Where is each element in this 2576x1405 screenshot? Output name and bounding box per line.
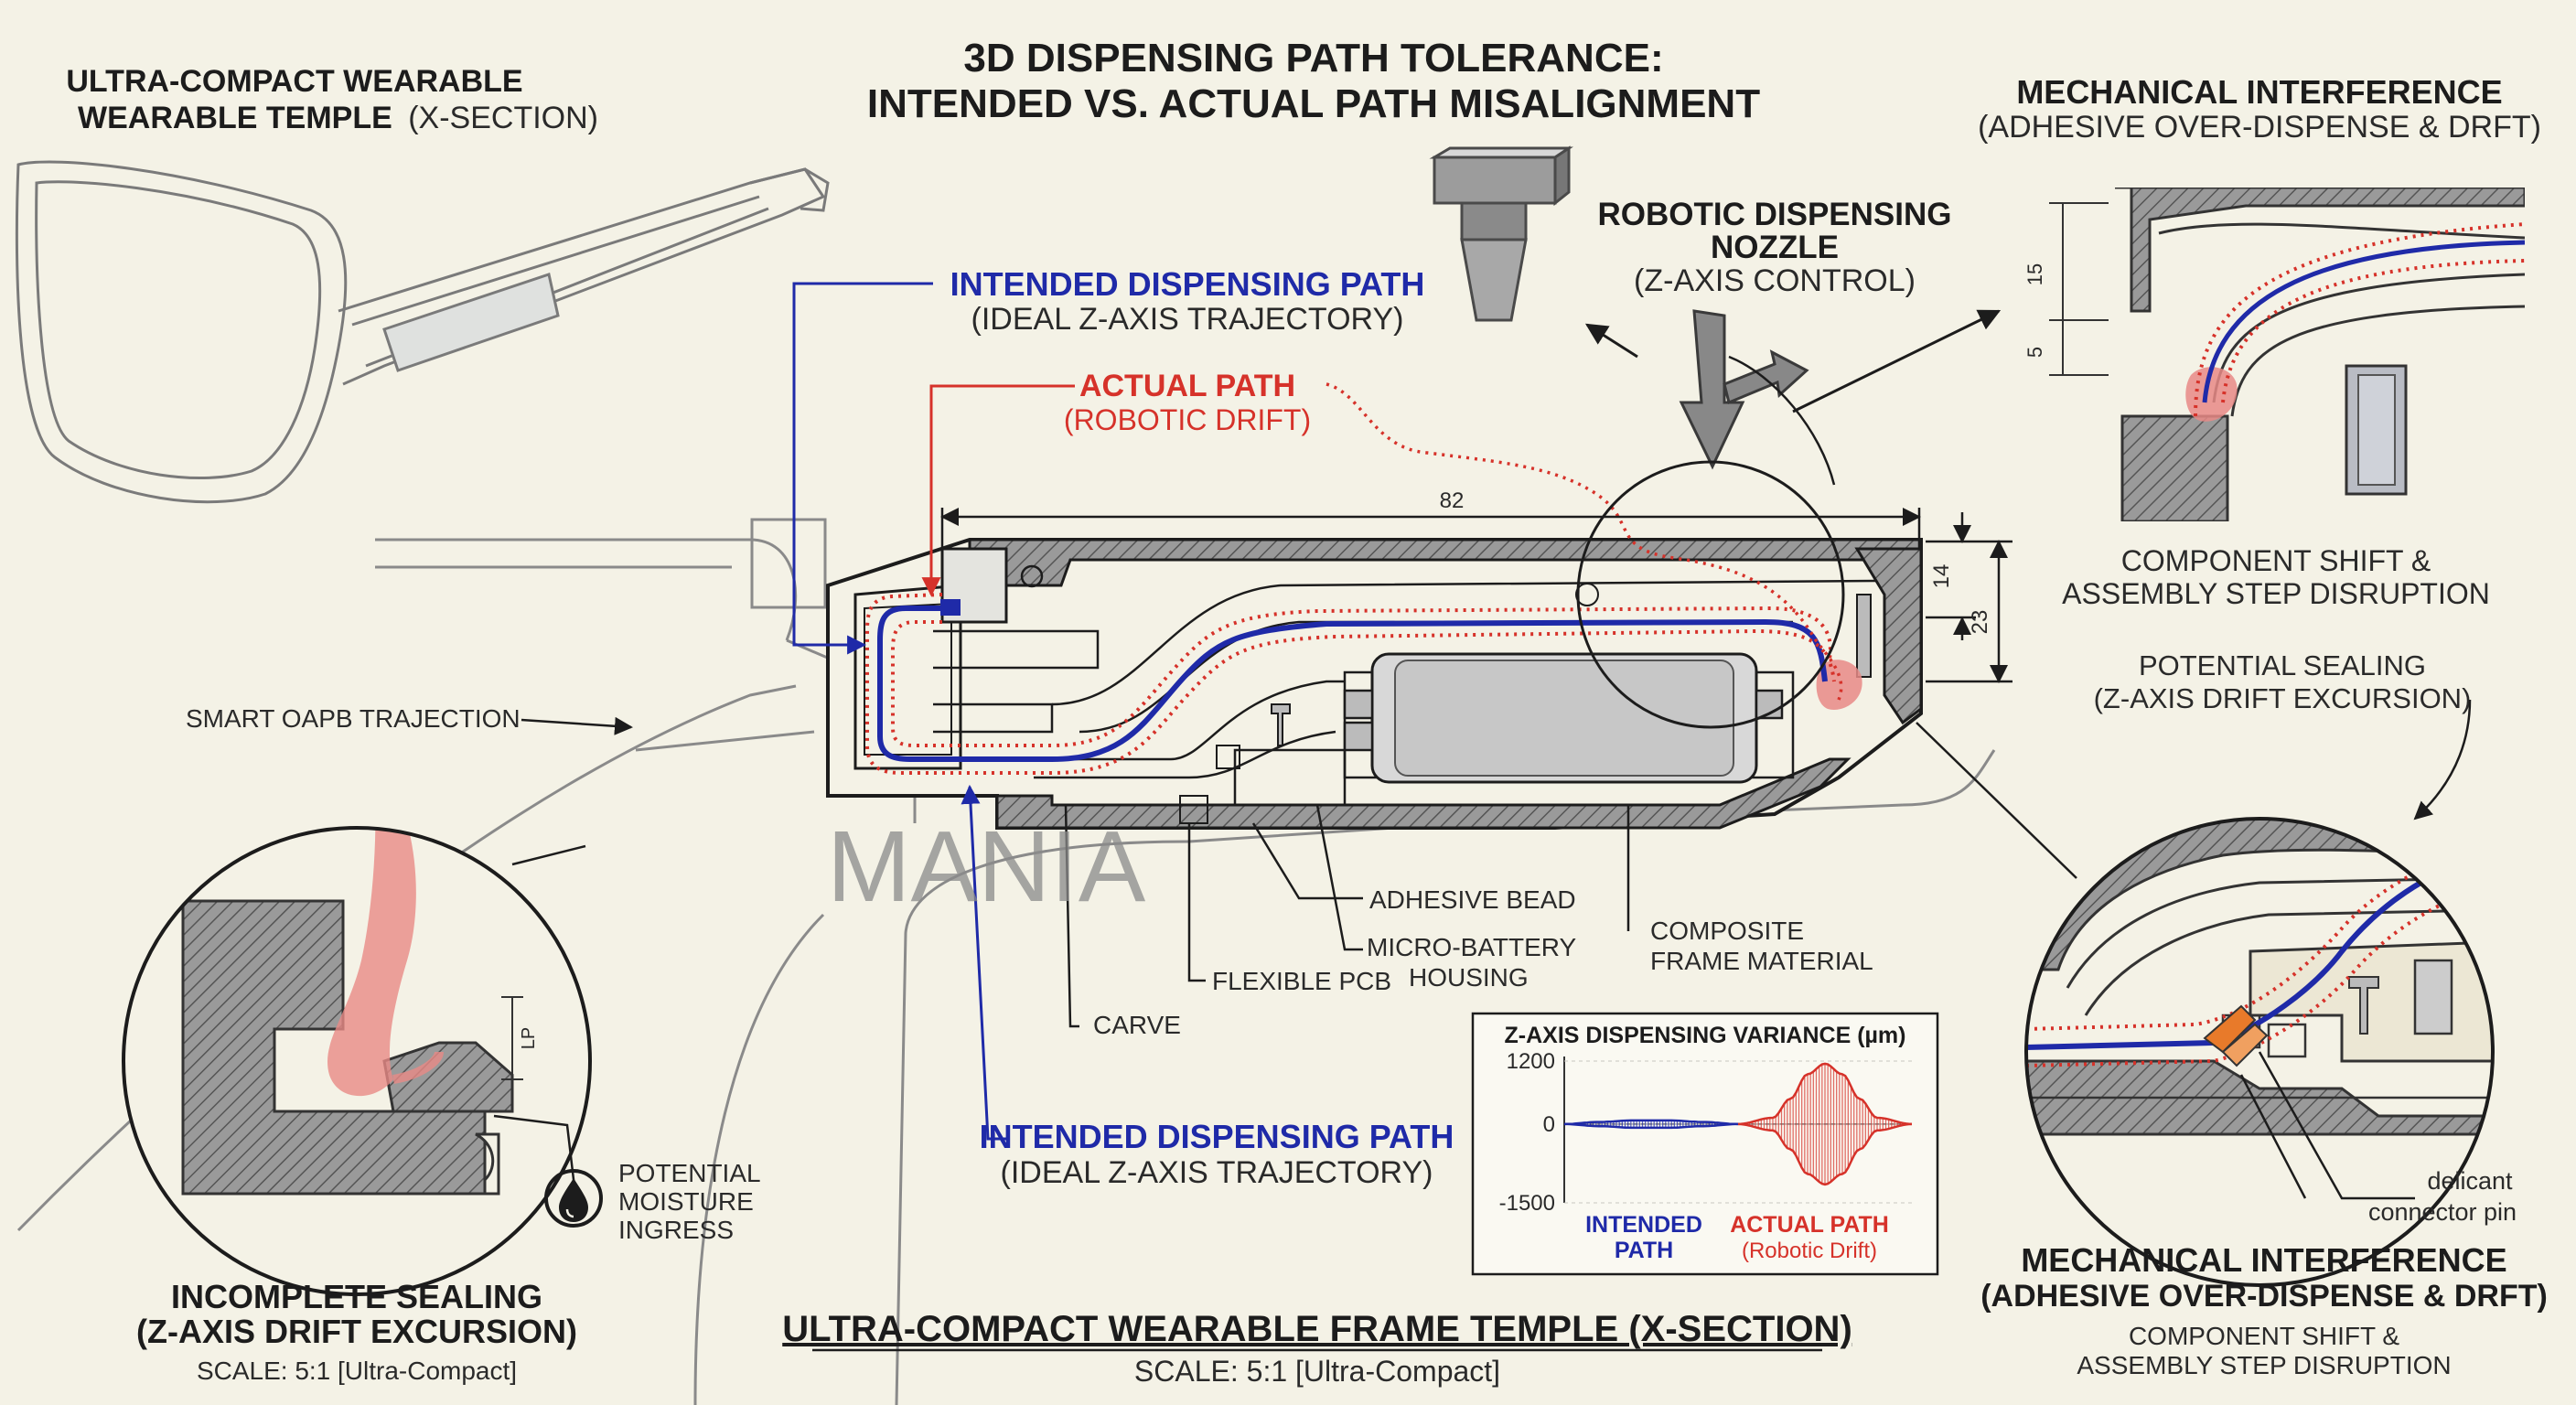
- svg-text:POTENTIAL: POTENTIAL: [618, 1159, 761, 1187]
- glasses-illustration: [15, 160, 830, 504]
- svg-text:connector pin: connector pin: [2368, 1198, 2517, 1226]
- svg-text:delicant: delicant: [2427, 1167, 2513, 1195]
- svg-text:ROBOTIC DISPENSING: ROBOTIC DISPENSING: [1598, 197, 1952, 232]
- chart-tick-label: 0: [1543, 1112, 1555, 1137]
- svg-text:(Z-AXIS DRIFT EXCURSION): (Z-AXIS DRIFT EXCURSION): [136, 1313, 577, 1350]
- dim-14-label: 14: [1929, 564, 1954, 589]
- actual-path-line-inner: [891, 606, 1832, 747]
- svg-text:COMPONENT SHIFT &: COMPONENT SHIFT &: [2121, 544, 2431, 577]
- bottom-left-title: INCOMPLETE SEALING (Z-AXIS DRIFT EXCURSI…: [136, 1278, 577, 1385]
- micro-battery-label-1: MICRO-BATTERY: [1367, 933, 1577, 961]
- composite-label-1: COMPOSITE: [1650, 917, 1804, 945]
- potential-sealing-label: POTENTIAL SEALING (Z-AXIS DRIFT EXCURSIO…: [2094, 649, 2472, 820]
- legend-actual-label: ACTUAL PATH: [1730, 1212, 1889, 1238]
- actual-path-label: ACTUAL PATH (ROBOTIC DRIFT): [921, 369, 1311, 597]
- temple-cross-section: [826, 538, 1923, 830]
- svg-text:NOZZLE: NOZZLE: [1711, 230, 1839, 265]
- chart-tick-label: -1500: [1499, 1191, 1555, 1216]
- svg-text:(ROBOTIC DRIFT): (ROBOTIC DRIFT): [1064, 403, 1311, 436]
- detail-connector-line: [1916, 722, 2077, 879]
- moisture-icon: [544, 1169, 603, 1228]
- dim-23-label: 23: [1968, 610, 1992, 635]
- carve-label: CARVE: [1093, 1011, 1181, 1039]
- chart-title: Z-AXIS DISPENSING VARIANCE (µm): [1505, 1023, 1906, 1048]
- main-title: 3D DISPENSING PATH TOLERANCE: INTENDED V…: [867, 36, 1760, 126]
- svg-text:(Z-AXIS DRIFT EXCURSION): (Z-AXIS DRIFT EXCURSION): [2094, 682, 2472, 714]
- connector-pin-label: delicant connector pin: [2368, 1167, 2517, 1226]
- intended-path-line: [877, 606, 1828, 762]
- svg-text:MOISTURE: MOISTURE: [618, 1187, 754, 1216]
- svg-text:ULTRA-COMPACT WEARABLE: ULTRA-COMPACT WEARABLE: [66, 64, 522, 99]
- callout-leaders: [1064, 804, 1630, 1028]
- chart-tick-label: 1200: [1507, 1049, 1555, 1074]
- svg-text:MECHANICAL INTERFERENCE: MECHANICAL INTERFERENCE: [2016, 73, 2502, 111]
- bottom-center-title: ULTRA-COMPACT WEARABLE FRAME TEMPLE (X-S…: [782, 1309, 1852, 1388]
- svg-text:3D DISPENSING PATH TOLERANCE:: 3D DISPENSING PATH TOLERANCE:: [963, 36, 1663, 80]
- adhesive-bead-label: ADHESIVE BEAD: [1369, 885, 1576, 914]
- svg-text:WEARABLE TEMPLE (X-SECTI: WEARABLE TEMPLE (X-SECTION): [78, 101, 598, 135]
- nozzle-label: ROBOTIC DISPENSING NOZZLE (Z-AXIS CONTRO…: [1598, 197, 1952, 298]
- svg-text:MECHANICAL INTERFERENCE: MECHANICAL INTERFERENCE: [2021, 1241, 2506, 1279]
- svg-text:(IDEAL Z-AXIS TRAJECTORY): (IDEAL Z-AXIS TRAJECTORY): [1001, 1155, 1433, 1190]
- micro-battery-label-2: HOUSING: [1409, 963, 1529, 992]
- composite-label-2: FRAME MATERIAL: [1650, 947, 1873, 975]
- svg-text:INTENDED VS. ACTUAL PATH MISAL: INTENDED VS. ACTUAL PATH MISALIGNMENT: [867, 81, 1760, 126]
- svg-text:(ADHESIVE OVER-DISPENSE & DRFT: (ADHESIVE OVER-DISPENSE & DRFT): [1980, 1279, 2548, 1314]
- dimension-lines: [940, 508, 2012, 683]
- top-right-caption: COMPONENT SHIFT & ASSEMBLY STEP DISRUPTI…: [2062, 544, 2490, 610]
- chart-series-1-lower: [1737, 1122, 1913, 1186]
- moisture-label: POTENTIAL MOISTURE INGRESS: [618, 1159, 761, 1244]
- svg-text:SCALE: 5:1 [Ultra-Compact]: SCALE: 5:1 [Ultra-Compact]: [197, 1357, 517, 1385]
- smart-trajectory-label: SMART OAPB TRAJECTION: [186, 704, 633, 735]
- dim-5-label: 5: [2023, 347, 2046, 358]
- watermark: MANIA: [827, 810, 1146, 923]
- svg-text:ASSEMBLY STEP DISRUPTION: ASSEMBLY STEP DISRUPTION: [2062, 577, 2490, 610]
- svg-text:(IDEAL Z-AXIS TRAJECTORY): (IDEAL Z-AXIS TRAJECTORY): [971, 302, 1404, 337]
- chart-series-1-upper: [1737, 1062, 1913, 1126]
- actual-path-line-outer: [865, 593, 1836, 775]
- svg-text:POTENTIAL SEALING: POTENTIAL SEALING: [2139, 649, 2426, 681]
- intended-path-bottom-label: INTENDED DISPENSING PATH (IDEAL Z-AXIS T…: [961, 784, 1454, 1190]
- z-axis-variance-chart: Z-AXIS DISPENSING VARIANCE (µm) 1200 0 -15…: [1471, 1012, 1939, 1276]
- intended-path-top-label: INTENDED DISPENSING PATH (IDEAL Z-AXIS T…: [792, 265, 1425, 655]
- chart-legend: INTENDED PATH ACTUAL PATH (Robotic Drift…: [1585, 1212, 1889, 1263]
- svg-text:INCOMPLETE SEALING: INCOMPLETE SEALING: [171, 1278, 542, 1315]
- svg-text:ULTRA-COMPACT WEARABLE FRAME T: ULTRA-COMPACT WEARABLE FRAME TEMPLE (X-S…: [782, 1309, 1852, 1349]
- legend-actual-sub: (Robotic Drift): [1742, 1239, 1877, 1263]
- svg-text:(Z-AXIS CONTROL): (Z-AXIS CONTROL): [1634, 263, 1916, 298]
- chart-plot-area: 1200 0 -1500: [1499, 1049, 1913, 1216]
- svg-text:ACTUAL PATH: ACTUAL PATH: [1079, 369, 1295, 403]
- svg-text:COMPONENT SHIFT &: COMPONENT SHIFT &: [2129, 1322, 2399, 1350]
- svg-text:SCALE: 5:1 [Ultra-Compact]: SCALE: 5:1 [Ultra-Compact]: [1134, 1355, 1500, 1388]
- top-right-detail: [2115, 188, 2525, 521]
- chart-series-0-upper: [1563, 1119, 1739, 1126]
- svg-text:INTENDED DISPENSING PATH: INTENDED DISPENSING PATH: [980, 1118, 1454, 1155]
- dim-82-label: 82: [1440, 488, 1465, 513]
- top-left-label: ULTRA-COMPACT WEARABLE WEARABLE TEMPLE (…: [66, 64, 598, 135]
- svg-text:INTENDED DISPENSING PATH: INTENDED DISPENSING PATH: [950, 265, 1425, 303]
- top-right-title: MECHANICAL INTERFERENCE (ADHESIVE OVER-D…: [1978, 73, 2541, 145]
- top-right-dimensions: [2049, 202, 2109, 376]
- svg-text:(ADHESIVE OVER-DISPENSE & DRFT: (ADHESIVE OVER-DISPENSE & DRFT): [1978, 110, 2541, 145]
- chart-series-0-lower: [1564, 1122, 1738, 1130]
- svg-text:SMART OAPB TRAJECTION: SMART OAPB TRAJECTION: [186, 704, 521, 733]
- svg-text:ASSEMBLY STEP DISRUPTION: ASSEMBLY STEP DISRUPTION: [2077, 1351, 2451, 1379]
- dim-15-label: 15: [2023, 263, 2046, 285]
- nozzle-magnifier-circle: [1576, 460, 1845, 729]
- svg-text:INGRESS: INGRESS: [618, 1216, 734, 1244]
- flexible-pcb-label: FLEXIBLE PCB: [1212, 967, 1391, 995]
- bottom-left-detail: [122, 826, 592, 1296]
- dispensing-nozzle: [1429, 145, 1573, 322]
- lp-label: LP: [519, 1027, 539, 1049]
- z-axis-arrow-icon: [1584, 309, 2002, 486]
- bottom-right-title: MECHANICAL INTERFERENCE (ADHESIVE OVER-D…: [1980, 1241, 2548, 1379]
- legend-intended-label-2: PATH: [1615, 1238, 1673, 1263]
- legend-intended-label-1: INTENDED: [1585, 1212, 1702, 1238]
